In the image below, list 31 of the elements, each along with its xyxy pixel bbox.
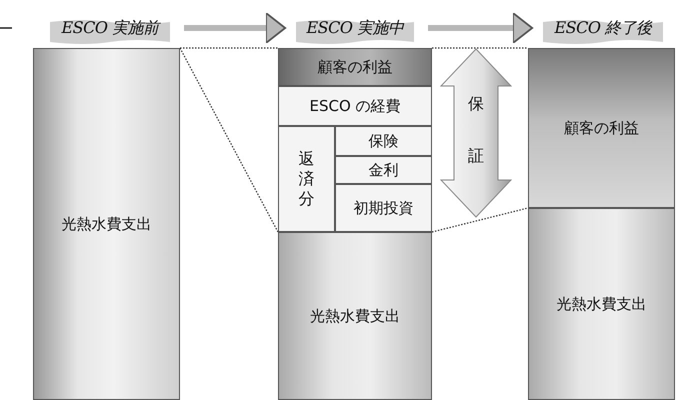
fee-block: [278, 86, 432, 126]
stage-title: ESCO 実施中: [306, 18, 404, 38]
block-label: 返済分: [298, 149, 314, 209]
block-label: 光熱水費支出: [62, 214, 152, 234]
block-label: 顧客の利益: [564, 118, 639, 138]
block-label: 金利: [368, 160, 398, 180]
interest-block: [335, 156, 432, 184]
dotted-guide-line: [432, 47, 528, 49]
stage-title: ESCO 終了後: [554, 18, 652, 38]
block-label: 光熱水費支出: [310, 306, 400, 326]
benefit-column: [528, 48, 675, 208]
arrow: [184, 12, 286, 44]
investment-block: [335, 184, 432, 232]
benefit-block: [278, 48, 432, 86]
arrow: [428, 12, 534, 44]
block-label: ESCO の経費: [309, 96, 401, 116]
dotted-guide-line: [180, 47, 278, 49]
block-label: 顧客の利益: [318, 58, 392, 76]
dotted-guide-line: [179, 48, 279, 232]
expense-column: [528, 208, 675, 400]
double-arrow: [440, 48, 512, 218]
expense-column: [33, 48, 180, 400]
repayment-block: [278, 126, 335, 232]
insurance-block: [335, 126, 432, 156]
expense-column: [278, 232, 432, 400]
block-label: 保証: [468, 93, 484, 167]
dotted-guide-line: [432, 207, 528, 233]
block-label: 光熱水費支出: [556, 294, 646, 314]
block-label: 初期投資: [354, 198, 414, 218]
stage-title: ESCO 実施前: [61, 18, 159, 38]
block-label: 保険: [368, 132, 398, 150]
